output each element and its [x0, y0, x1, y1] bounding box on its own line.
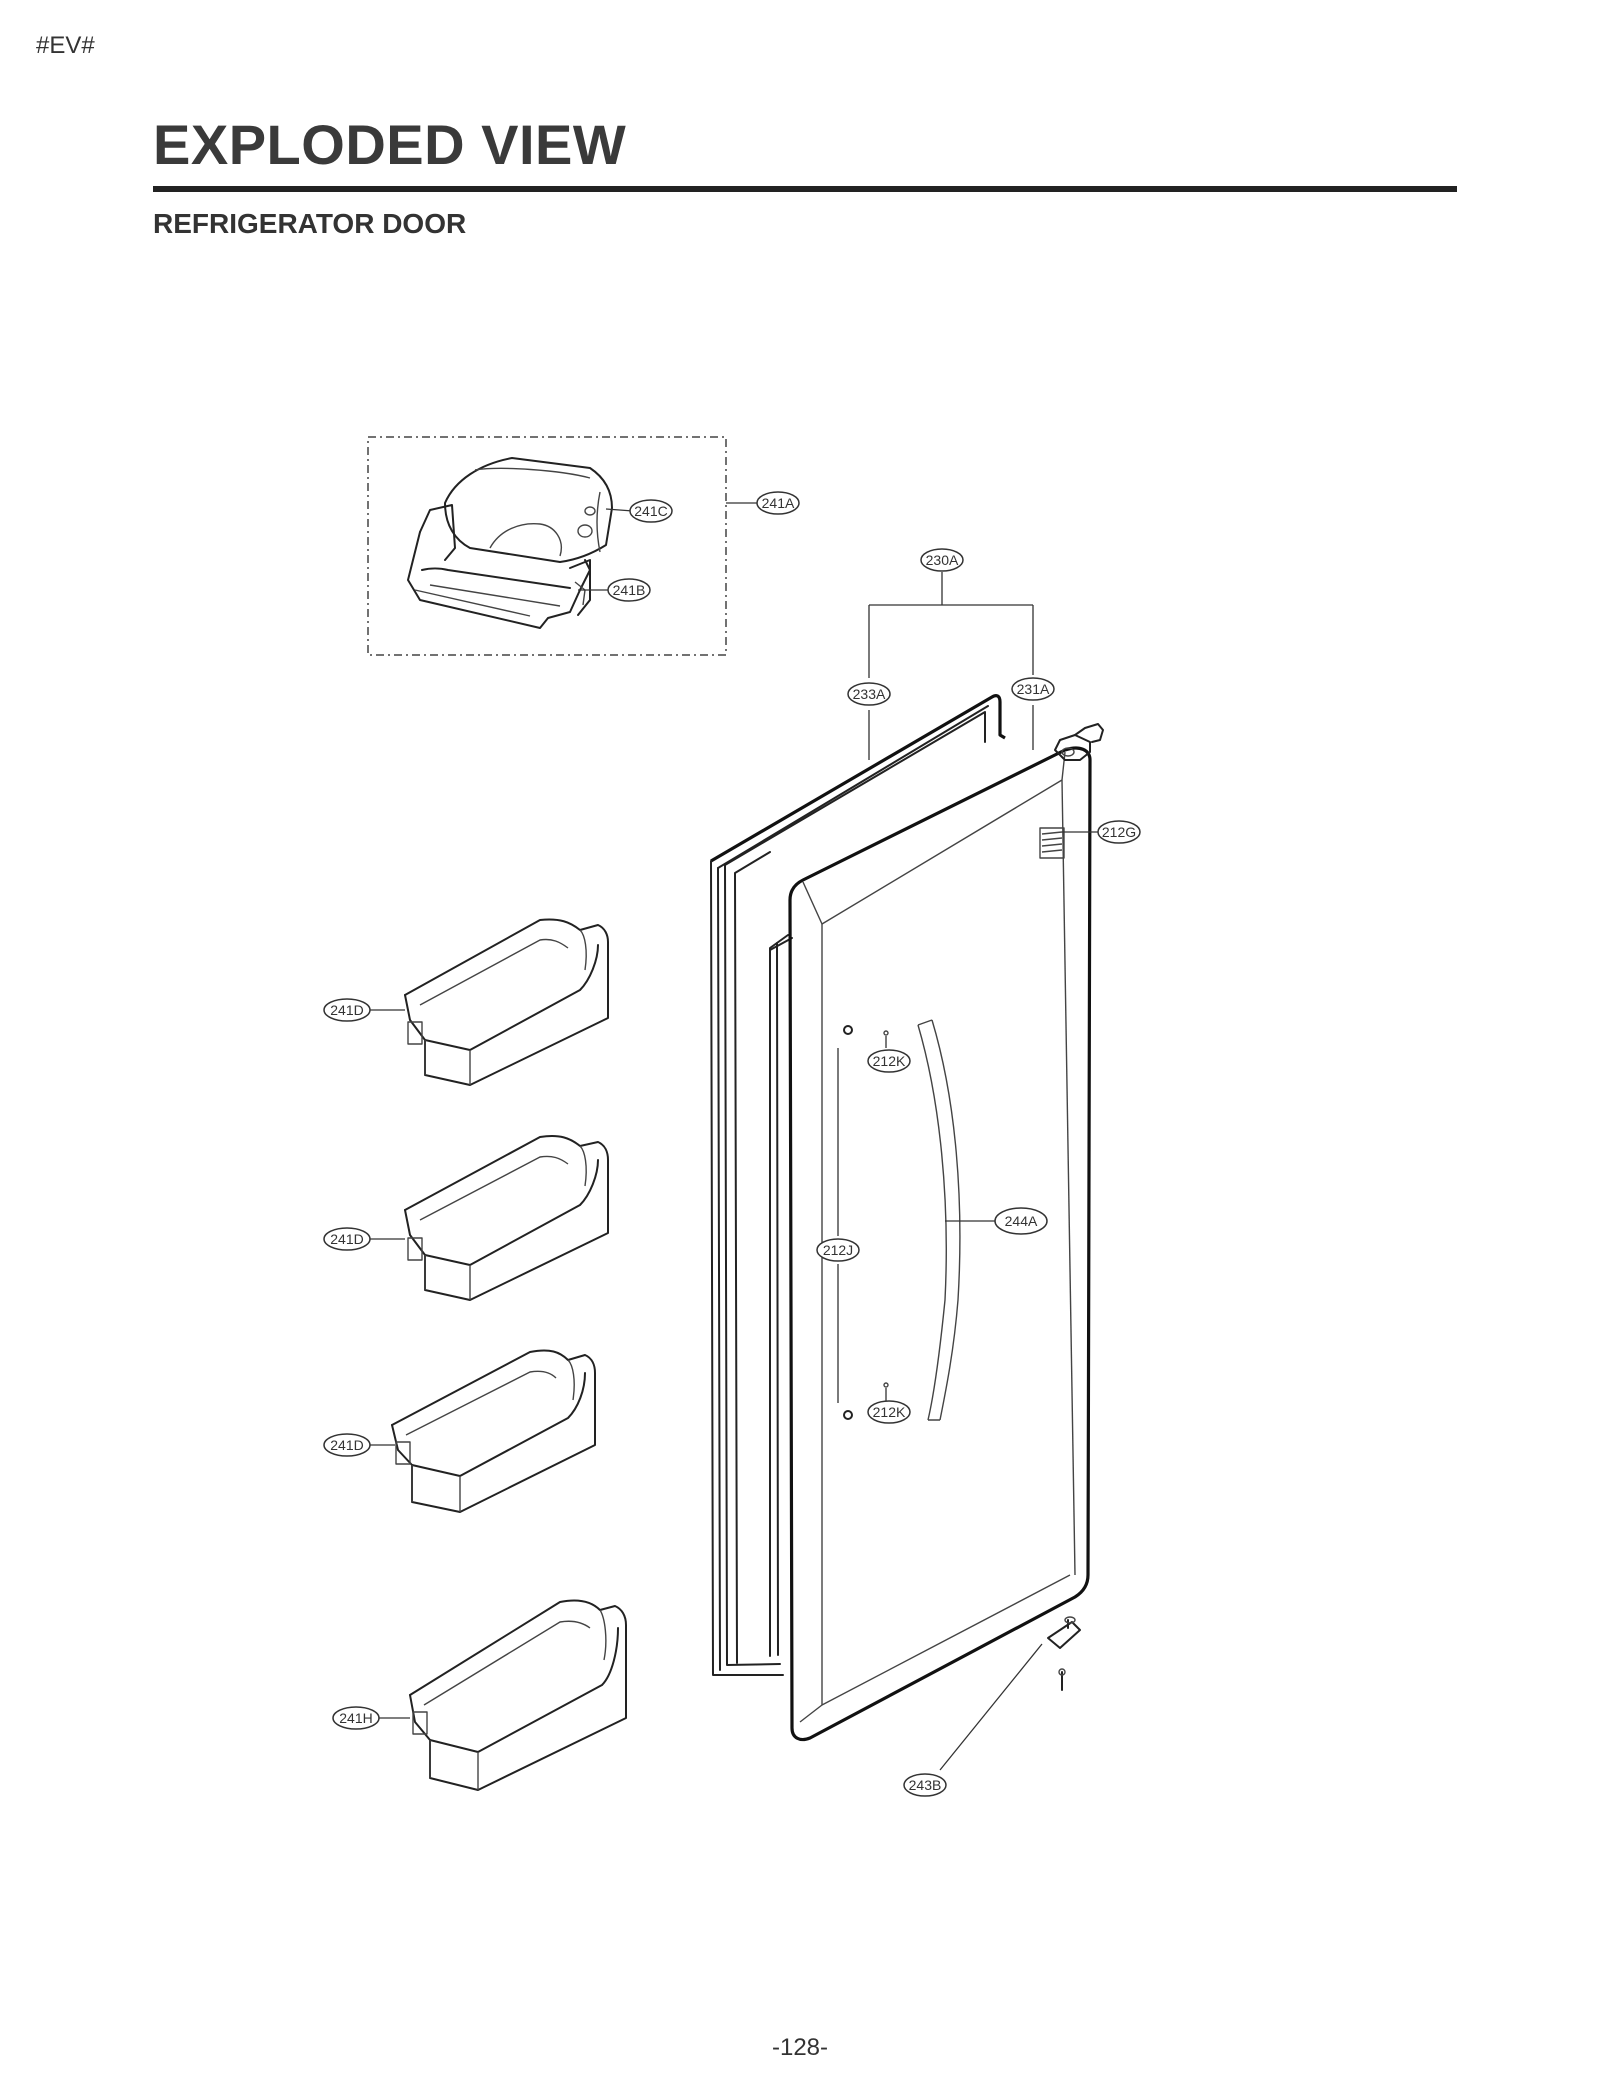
svg-text:241D: 241D	[330, 1002, 363, 1018]
bin-241a-group	[367, 436, 727, 656]
title-rule	[153, 186, 1457, 192]
callout-230a: 230A	[920, 548, 964, 572]
svg-text:241C: 241C	[634, 503, 667, 519]
section-title: REFRIGERATOR DOOR	[153, 208, 467, 239]
callout-212j: 212J	[816, 1238, 860, 1262]
svg-text:212J: 212J	[823, 1242, 853, 1258]
svg-text:241B: 241B	[613, 582, 646, 598]
svg-text:212G: 212G	[1102, 824, 1136, 840]
callout-244a: 244A	[994, 1207, 1048, 1235]
svg-text:231A: 231A	[1017, 681, 1050, 697]
svg-text:241A: 241A	[762, 495, 795, 511]
callout-241c: 241C	[629, 499, 673, 523]
page-title: EXPLODED VIEW	[153, 113, 627, 176]
callout-243b: 243B	[903, 1773, 947, 1797]
callout-212k-1: 212K	[867, 1049, 911, 1073]
callout-212k-2: 212K	[867, 1400, 911, 1424]
svg-text:243B: 243B	[909, 1777, 942, 1793]
callout-212g: 212G	[1097, 820, 1141, 844]
callout-233a: 233A	[847, 682, 891, 706]
svg-text:212K: 212K	[873, 1404, 906, 1420]
svg-text:241D: 241D	[330, 1437, 363, 1453]
callout-231a: 231A	[1011, 677, 1055, 701]
door-bin-3	[391, 1349, 596, 1513]
door-panel	[788, 723, 1104, 1742]
svg-text:233A: 233A	[853, 686, 886, 702]
door-bin-241h	[409, 1599, 627, 1791]
leader-lines	[370, 502, 1098, 1771]
dashed-group-box	[367, 436, 727, 656]
door-bin-1	[404, 918, 609, 1086]
svg-text:230A: 230A	[926, 552, 959, 568]
svg-text:212K: 212K	[873, 1053, 906, 1069]
callout-241d-1: 241D	[323, 998, 371, 1022]
page-tag: #EV#	[36, 32, 95, 59]
svg-text:244A: 244A	[1005, 1213, 1038, 1229]
callout-241a: 241A	[756, 491, 800, 515]
svg-text:241D: 241D	[330, 1231, 363, 1247]
page-number: -128-	[771, 2034, 829, 2061]
callout-241h: 241H	[332, 1706, 380, 1730]
door-bin-2	[404, 1135, 609, 1301]
door-gasket-233a	[710, 694, 1006, 1676]
svg-text:241H: 241H	[339, 1710, 372, 1726]
callout-241d-3: 241D	[323, 1433, 371, 1457]
callout-241d-2: 241D	[323, 1227, 371, 1251]
callout-241b: 241B	[607, 578, 651, 602]
